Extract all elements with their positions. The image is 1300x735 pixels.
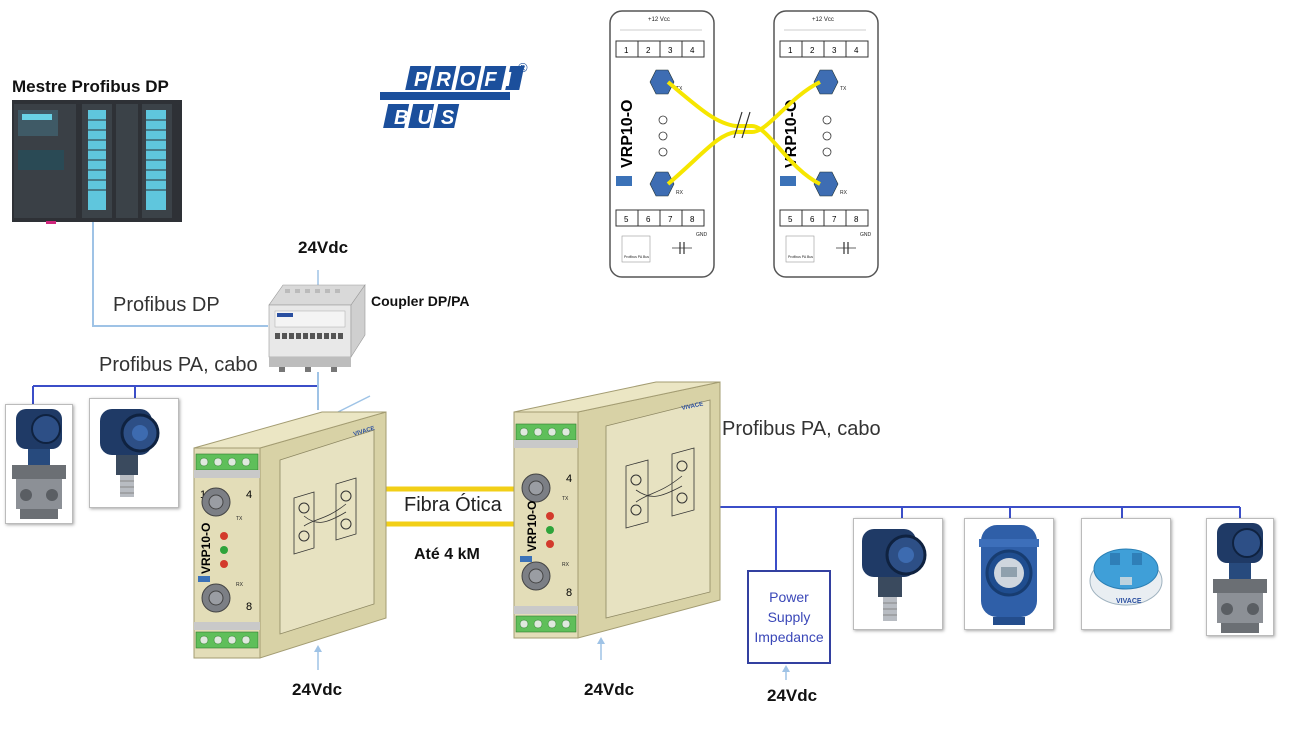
svg-text:4: 4 (566, 473, 572, 485)
svg-text:+12 Vcc: +12 Vcc (812, 17, 834, 23)
svg-text:TX: TX (562, 496, 569, 502)
supply-label-vrp2: 24Vdc (584, 680, 635, 699)
svg-text:TX: TX (840, 86, 847, 92)
logo-registered-mark: ® (518, 60, 528, 75)
coupler-diag (337, 395, 371, 413)
svg-text:2: 2 (646, 46, 651, 55)
svg-text:2: 2 (810, 46, 815, 55)
svg-text:3: 3 (832, 46, 837, 55)
field-device-level-transmitter (964, 518, 1054, 630)
svg-text:1: 1 (200, 489, 206, 501)
master-title: Mestre Profibus DP (12, 77, 169, 96)
field-device-pressure-left-1 (5, 404, 73, 524)
svg-text:7: 7 (832, 215, 837, 224)
led-3 (220, 560, 228, 568)
svg-text:8: 8 (566, 587, 572, 599)
schematic-module-b: +12 Vcc 1 2 3 4 TX RX VRP10-O 5 6 7 8 GN… (773, 10, 879, 278)
power-supply-impedance-label: Power Supply Impedance (754, 589, 824, 645)
svg-text:TX: TX (236, 516, 243, 522)
logo-top-text: PROFI (414, 69, 520, 91)
supply-label-ps: 24Vdc (767, 686, 818, 705)
plc-master-image (12, 100, 182, 222)
pressure-transmitter-icon (862, 529, 927, 621)
svg-text:GND: GND (860, 232, 872, 238)
profibus-pa-right-label: Profibus PA, cabo (722, 418, 881, 440)
svg-text:5: 5 (624, 215, 629, 224)
field-device-pressure-left-2 (89, 398, 179, 508)
svg-text:4: 4 (246, 489, 252, 501)
distance-label: Até 4 kM (414, 546, 480, 563)
svg-text:Profibus PA Bus: Profibus PA Bus (788, 255, 813, 259)
svg-text:RX: RX (676, 190, 684, 196)
supply-label-coupler: 24Vdc (298, 238, 349, 257)
svg-text:4: 4 (690, 46, 695, 55)
svg-text:6: 6 (810, 215, 815, 224)
svg-text:8: 8 (854, 215, 859, 224)
schematic-break-mark (733, 111, 751, 139)
vrp10-o-module-left: VIVACE 1 4 8 TX VRP10-O RX (193, 411, 387, 659)
supply-arrow-ps (782, 665, 790, 680)
schematic-model-a: VRP10-O (619, 100, 636, 168)
vrp10-o-module-right: VIVACE 4 8 TX VRP10-O RX (513, 381, 721, 639)
fiber-label: Fibra Ótica (404, 494, 502, 516)
schematic-model-b: VRP10-O (783, 100, 800, 168)
svg-text:+12 Vcc: +12 Vcc (648, 17, 670, 23)
pressure-transmitter-icon (12, 409, 66, 519)
svg-text:5: 5 (788, 215, 793, 224)
schematic-module-a: +12 Vcc 1 2 3 4 TX RX VRP10-O 5 6 7 8 GN… (609, 10, 715, 278)
field-device-pressure-right-2 (1206, 518, 1274, 636)
profibus-dp-label: Profibus DP (113, 294, 220, 316)
profibus-pa-left-label: Profibus PA, cabo (99, 354, 258, 376)
svg-text:VRP10-O: VRP10-O (525, 501, 539, 552)
pressure-transmitter-icon (100, 409, 160, 497)
svg-text:VRP10-O: VRP10-O (199, 523, 213, 574)
field-device-pressure-right-1 (853, 518, 943, 630)
svg-text:GND: GND (696, 232, 708, 238)
svg-text:TX: TX (676, 86, 683, 92)
svg-text:VIVACE: VIVACE (1116, 598, 1142, 605)
svg-text:1: 1 (624, 46, 629, 55)
profibus-dp-cable (92, 222, 268, 327)
svg-text:8: 8 (690, 215, 695, 224)
field-device-temperature-transmitter: VIVACE (1081, 518, 1171, 630)
supply-arrow-vrp2 (597, 637, 605, 660)
temperature-transmitter-icon: VIVACE (1089, 548, 1163, 606)
profibus-logo: PROFI BUS ® (380, 60, 528, 129)
vrp-schematic: +12 Vcc 1 2 3 4 TX RX VRP10-O 5 6 7 8 GN… (609, 10, 879, 278)
supply-label-vrp1: 24Vdc (292, 680, 343, 699)
plc-marker (46, 221, 56, 224)
svg-text:6: 6 (646, 215, 651, 224)
supply-arrow-vrp1 (314, 645, 322, 670)
svg-text:VIVACE: VIVACE (681, 402, 704, 412)
power-supply-impedance-box: Power Supply Impedance (747, 570, 831, 664)
logo-bottom-text: BUS (394, 107, 463, 129)
led-1 (220, 532, 228, 540)
coupler-label: Coupler DP/PA (371, 293, 470, 309)
svg-text:4: 4 (854, 46, 859, 55)
coupler-device (268, 284, 366, 372)
svg-text:7: 7 (668, 215, 673, 224)
transmitter-display-icon (979, 525, 1039, 625)
svg-text:8: 8 (246, 601, 252, 613)
svg-text:RX: RX (562, 562, 570, 568)
svg-text:RX: RX (840, 190, 848, 196)
svg-text:3: 3 (668, 46, 673, 55)
led-2 (220, 546, 228, 554)
pressure-transmitter-icon (1213, 523, 1267, 633)
svg-text:RX: RX (236, 582, 244, 588)
svg-text:Profibus PA Bus: Profibus PA Bus (624, 255, 649, 259)
svg-text:1: 1 (788, 46, 793, 55)
